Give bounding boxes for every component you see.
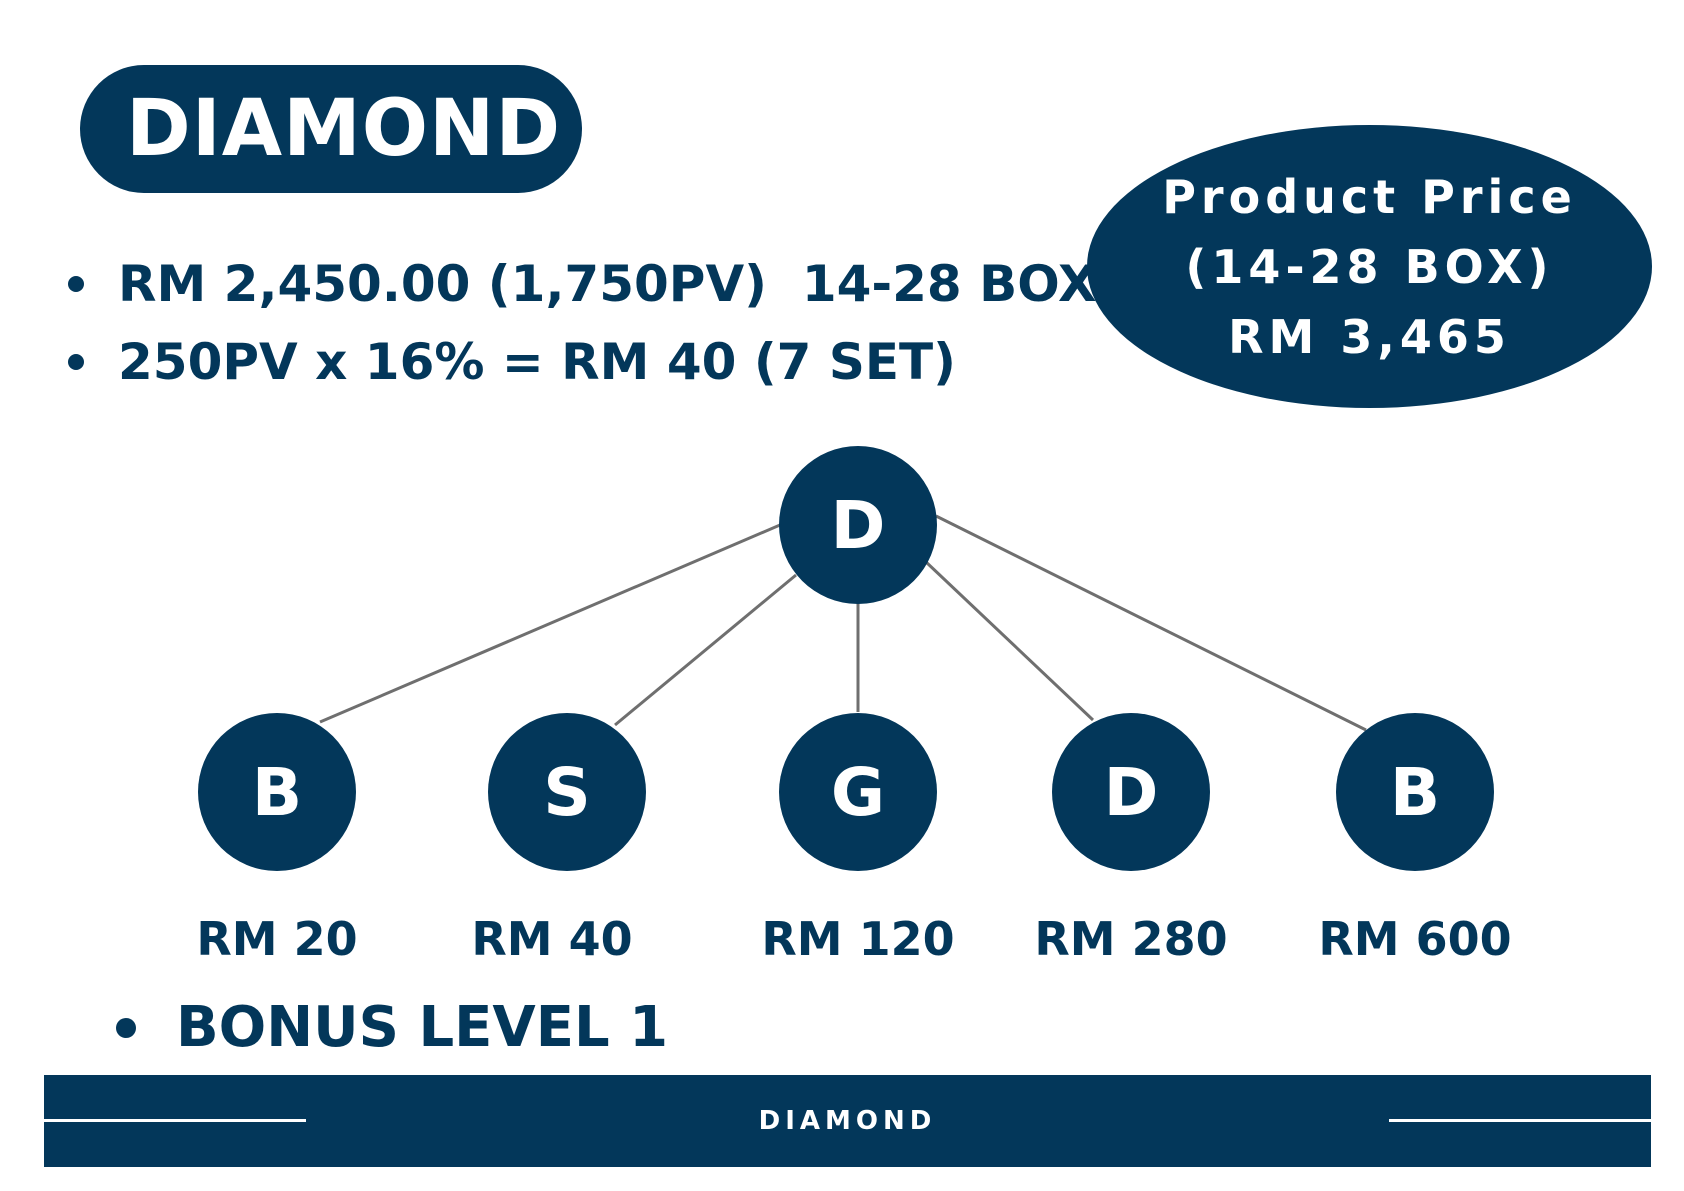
price-line-range: (14-28 BOX): [1185, 239, 1554, 294]
footer-bar: DIAMOND: [44, 1075, 1651, 1167]
tree-child-node: D RM 280: [1034, 713, 1228, 966]
footer-divider-right: [1389, 1119, 1651, 1122]
price-line-label: Product Price: [1162, 169, 1577, 224]
connector-line: [614, 573, 797, 727]
node-amount: RM 280: [1034, 912, 1227, 966]
bullet-item-price: RM 2,450.00 (1,750PV) 14-28 BOX: [68, 245, 1097, 323]
node-amount: RM 20: [196, 912, 357, 966]
node-circle: [1052, 713, 1210, 871]
connector-line: [319, 523, 781, 724]
bullet-item-commission: 250PV x 16% = RM 40 (7 SET): [68, 323, 1097, 401]
connector-line: [935, 514, 1367, 732]
tree-child-node: S RM 40: [471, 713, 646, 966]
node-circle: [488, 713, 646, 871]
bullet-dot-icon: [68, 276, 84, 292]
node-letter: S: [543, 754, 591, 831]
footer-label: DIAMOND: [758, 1106, 937, 1136]
tree-child-node: G RM 120: [761, 713, 955, 966]
connector-line: [924, 560, 1095, 722]
node-letter: B: [1390, 754, 1440, 831]
node-circle: [779, 713, 937, 871]
node-letter: D: [831, 487, 886, 564]
bullet-dot-icon: [68, 354, 84, 370]
bullet-text: 250PV x 16% = RM 40 (7 SET): [118, 333, 956, 391]
tree-connectors: [319, 514, 1367, 732]
bullet-text: RM 2,450.00 (1,750PV) 14-28 BOX: [118, 255, 1097, 313]
node-circle: [779, 446, 937, 604]
bonus-level-item: BONUS LEVEL 1: [116, 995, 668, 1060]
page-title: DIAMOND: [126, 84, 562, 174]
node-amount: RM 600: [1318, 912, 1511, 966]
bullet-dot-icon: [116, 1017, 136, 1038]
price-line-amount: RM 3,465: [1228, 309, 1511, 364]
tree-child-node: B RM 600: [1318, 713, 1512, 966]
tree-child-node: B RM 20: [196, 713, 358, 966]
node-letter: D: [1104, 754, 1159, 831]
node-amount: RM 120: [761, 912, 954, 966]
node-amount: RM 40: [471, 912, 632, 966]
node-letter: B: [252, 754, 302, 831]
tree-root-node: D: [779, 446, 937, 604]
info-bullet-list: RM 2,450.00 (1,750PV) 14-28 BOX 250PV x …: [68, 245, 1097, 401]
bonus-level-label: BONUS LEVEL 1: [176, 995, 669, 1060]
footer-divider-left: [44, 1119, 306, 1122]
node-letter: G: [831, 754, 885, 831]
node-circle: [198, 713, 356, 871]
node-circle: [1336, 713, 1494, 871]
product-price-oval: Product Price (14-28 BOX) RM 3,465: [1087, 125, 1652, 408]
title-badge: DIAMOND: [80, 65, 582, 193]
